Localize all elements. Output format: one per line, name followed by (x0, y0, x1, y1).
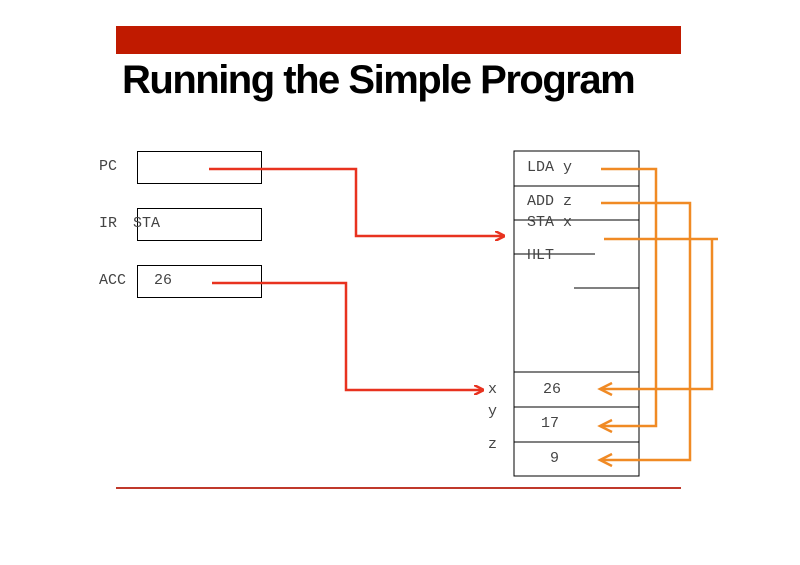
slide-title: Running the Simple Program (122, 58, 636, 102)
memory-label-z: z (488, 436, 498, 453)
memory-instruction: STA x (527, 214, 573, 231)
bottom-rule (116, 487, 681, 489)
add-operand-arrow (600, 201, 692, 462)
lda-operand-arrow (600, 167, 658, 428)
sta-operand-arrow (600, 239, 714, 391)
memory-instruction: LDA y (527, 159, 573, 176)
pc-pointer-arrow (209, 167, 503, 236)
register-label-acc: ACC (99, 272, 127, 289)
acc-store-arrow (212, 281, 482, 390)
register-ir-value: STA (133, 215, 161, 232)
memory-value-z: 9 (550, 450, 560, 467)
memory-label-y: y (488, 403, 498, 420)
sta-operand-arrowhead (597, 381, 613, 397)
memory-value-y: 17 (541, 415, 560, 432)
register-ir-box (137, 208, 262, 241)
register-pc-box (137, 151, 262, 184)
memory-instruction: ADD z (527, 193, 573, 210)
memory-column (513, 150, 640, 477)
memory-instruction: HLT (527, 247, 555, 264)
memory-label-x: x (488, 381, 498, 398)
add-operand-arrowhead (597, 452, 613, 468)
memory-value-x: 26 (543, 381, 562, 398)
title-accent-bar (116, 26, 681, 54)
register-acc-box (137, 265, 262, 298)
register-label-ir: IR (99, 215, 118, 232)
register-acc-value: 26 (154, 272, 173, 289)
lda-operand-arrowhead (597, 418, 613, 434)
register-label-pc: PC (99, 158, 118, 175)
